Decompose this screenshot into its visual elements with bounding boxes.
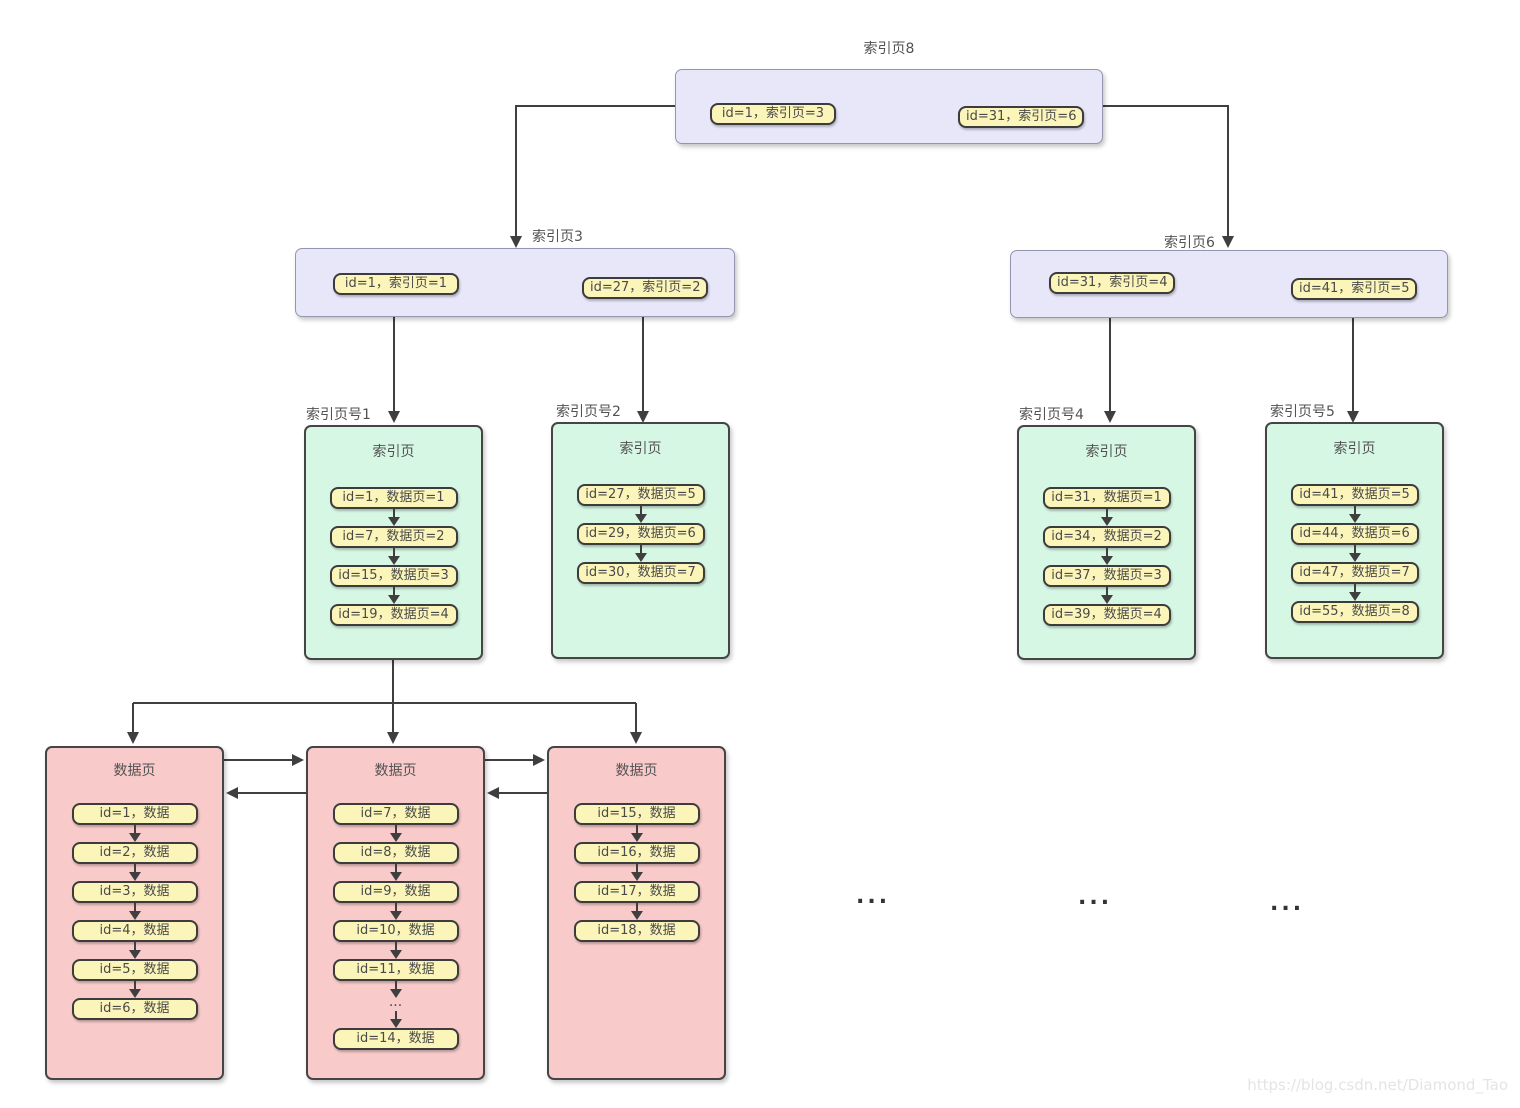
data-entry-pill: id=8，数据 (332, 842, 459, 864)
index-entry-pill: id=34，数据页=2 (1042, 526, 1171, 548)
data-entry-pill: id=14，数据 (332, 1028, 459, 1050)
leaf-index-page1-label: 索引页号1 (306, 407, 371, 423)
down-arrow-icon (389, 942, 402, 959)
data-entry-pill: id=7，数据 (332, 803, 459, 825)
down-arrow-icon (1100, 587, 1113, 604)
index-entry-pill: id=1，索引页=1 (333, 273, 459, 295)
data-entry-stack: id=1，数据 id=2，数据 id=3，数据 id=4，数据 id=5，数据 … (47, 803, 222, 1020)
leaf-entry-stack: id=27，数据页=5 id=29，数据页=6 id=30，数据页=7 (553, 484, 728, 584)
omitted-pages-ellipsis: ... (1078, 885, 1113, 910)
down-arrow-icon (389, 903, 402, 920)
index-entry-pill: id=1，索引页=3 (710, 103, 836, 125)
index-entry-pill: id=47，数据页=7 (1290, 562, 1419, 584)
data-entry-stack: id=15，数据 id=16，数据 id=17，数据 id=18，数据 (549, 803, 724, 942)
data-entry-stack: id=7，数据 id=8，数据 id=9，数据 id=10，数据 id=11，数… (308, 803, 483, 1050)
index-entry-pill: id=30，数据页=7 (576, 562, 705, 584)
leaf-index-page1-box: 索引页 id=1，数据页=1 id=7，数据页=2 id=15，数据页=3 id… (304, 425, 483, 660)
data-entry-pill: id=10，数据 (332, 920, 459, 942)
leaf-index-page5-label: 索引页号5 (1270, 404, 1335, 420)
data-entry-pill: id=3，数据 (71, 881, 198, 903)
leaf-entry-stack: id=41，数据页=5 id=44，数据页=6 id=47，数据页=7 id=5… (1267, 484, 1442, 623)
down-arrow-icon (128, 903, 141, 920)
data-page-title: 数据页 (113, 763, 156, 779)
down-arrow-icon (1348, 506, 1361, 523)
down-arrow-icon (387, 548, 400, 565)
down-arrow-icon (128, 942, 141, 959)
index-entry-pill: id=31，数据页=1 (1042, 487, 1171, 509)
index-entry-pill: id=29，数据页=6 (576, 523, 705, 545)
down-arrow-icon (389, 981, 402, 998)
index-entry-pill: id=55，数据页=8 (1290, 601, 1419, 623)
leaf-index-page5-box: 索引页 id=41，数据页=5 id=44，数据页=6 id=47，数据页=7 … (1265, 422, 1444, 659)
index-entry-pill: id=27，数据页=5 (576, 484, 705, 506)
index-entry-pill: id=44，数据页=6 (1290, 523, 1419, 545)
down-arrow-icon (128, 825, 141, 842)
data-entry-pill: id=1，数据 (71, 803, 198, 825)
index-entry-pill: id=27，索引页=2 (582, 277, 708, 299)
index-entry-pill: id=1，数据页=1 (329, 487, 458, 509)
index-entry-pill: id=39，数据页=4 (1042, 604, 1171, 626)
down-arrow-icon (389, 1011, 402, 1028)
down-arrow-icon (128, 864, 141, 881)
index-entry-pill: id=7，数据页=2 (329, 526, 458, 548)
data-page-title: 数据页 (374, 763, 417, 779)
data-entry-pill: id=18，数据 (573, 920, 700, 942)
index-entry-pill: id=41，数据页=5 (1290, 484, 1419, 506)
watermark-url: https://blog.csdn.net/Diamond_Tao (1247, 1076, 1508, 1094)
leaf-index-page4-label: 索引页号4 (1019, 407, 1084, 423)
index-entry-pill: id=31，索引页=4 (1049, 272, 1175, 294)
index-entry-pill: id=15，数据页=3 (329, 565, 458, 587)
down-arrow-icon (1348, 545, 1361, 562)
index-page3-box: id=1，索引页=1 id=27，索引页=2 (295, 248, 735, 317)
omitted-pages-ellipsis: ... (856, 884, 891, 909)
leaf-index-page2-label: 索引页号2 (556, 404, 621, 420)
down-arrow-icon (128, 981, 141, 998)
index-entry-pill: id=19，数据页=4 (329, 604, 458, 626)
data-entry-pill: id=6，数据 (71, 998, 198, 1020)
down-arrow-icon (634, 506, 647, 523)
data-page-title: 数据页 (615, 763, 658, 779)
root-index-page-label: 索引页8 (863, 41, 915, 57)
down-arrow-icon (1100, 509, 1113, 526)
leaf-index-page-title: 索引页 (619, 441, 662, 457)
data-page2-box: 数据页 id=7，数据 id=8，数据 id=9，数据 id=10，数据 id=… (306, 746, 485, 1080)
omitted-pages-ellipsis: ... (1270, 891, 1305, 916)
leaf-index-page-title: 索引页 (1085, 444, 1128, 460)
index-page3-label: 索引页3 (532, 229, 583, 245)
down-arrow-icon (630, 903, 643, 920)
index-entry-pill: id=31，索引页=6 (958, 106, 1084, 128)
index-entry-pill: id=41，索引页=5 (1291, 278, 1417, 300)
data-entry-pill: id=15，数据 (573, 803, 700, 825)
data-entry-pill: id=4，数据 (71, 920, 198, 942)
leaf-index-page2-box: 索引页 id=27，数据页=5 id=29，数据页=6 id=30，数据页=7 (551, 422, 730, 659)
data-page3-box: 数据页 id=15，数据 id=16，数据 id=17，数据 id=18，数据 (547, 746, 726, 1080)
down-arrow-icon (389, 864, 402, 881)
stack-gap-ellipsis: ... (388, 994, 403, 1010)
down-arrow-icon (387, 509, 400, 526)
down-arrow-icon (1348, 584, 1361, 601)
index-entry-pill: id=37，数据页=3 (1042, 565, 1171, 587)
down-arrow-icon (634, 545, 647, 562)
data-entry-pill: id=9，数据 (332, 881, 459, 903)
down-arrow-icon (630, 825, 643, 842)
index-page6-box: id=31，索引页=4 id=41，索引页=5 (1010, 250, 1448, 318)
down-arrow-icon (387, 587, 400, 604)
index-page6-label: 索引页6 (1164, 235, 1215, 251)
data-entry-pill: id=17，数据 (573, 881, 700, 903)
data-page1-box: 数据页 id=1，数据 id=2，数据 id=3，数据 id=4，数据 id=5… (45, 746, 224, 1080)
root-index-page-box: id=1，索引页=3 id=31，索引页=6 (675, 69, 1103, 144)
down-arrow-icon (1100, 548, 1113, 565)
leaf-entry-stack: id=1，数据页=1 id=7，数据页=2 id=15，数据页=3 id=19，… (306, 487, 481, 626)
data-entry-pill: id=2，数据 (71, 842, 198, 864)
leaf-index-page4-box: 索引页 id=31，数据页=1 id=34，数据页=2 id=37，数据页=3 … (1017, 425, 1196, 660)
leaf-index-page-title: 索引页 (372, 444, 415, 460)
data-entry-pill: id=16，数据 (573, 842, 700, 864)
data-entry-pill: id=5，数据 (71, 959, 198, 981)
leaf-index-page-title: 索引页 (1333, 441, 1376, 457)
down-arrow-icon (630, 864, 643, 881)
down-arrow-icon (389, 825, 402, 842)
data-entry-pill: id=11，数据 (332, 959, 459, 981)
leaf-entry-stack: id=31，数据页=1 id=34，数据页=2 id=37，数据页=3 id=3… (1019, 487, 1194, 626)
